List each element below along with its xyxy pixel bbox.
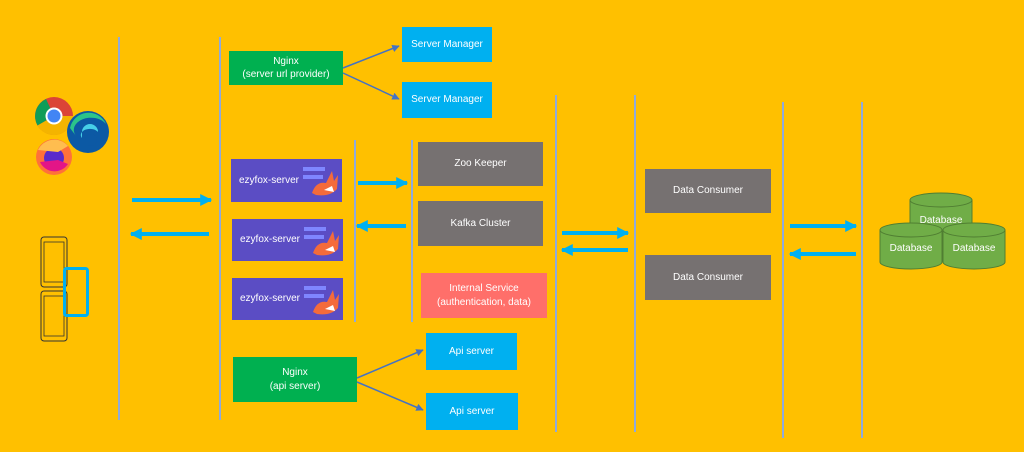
firefox-icon [34,136,74,176]
ezyfox-server-label: ezyfox-server [240,293,301,305]
internal-service-box: Internal Service (authentication, data) [421,273,547,318]
data-consumer-box: Data Consumer [645,169,771,213]
ezyfox-server-box: ezyfox-server [232,278,343,320]
nginx-api-server-label: Nginx (api server) [269,367,321,392]
connector-arrows [342,44,424,411]
fox-logo-icon [304,286,339,315]
fox-logo-icon [303,167,338,196]
api-server-box: Api server [426,393,518,430]
connector-arrow [342,72,400,100]
nginx-api-server-box: Nginx (api server) [233,357,357,402]
database-cylinder-top [909,192,973,208]
kafka-cluster-label: Kafka Cluster [450,217,511,229]
connector-arrow [356,381,424,411]
tablet-icon [63,267,89,317]
server-manager-box: Server Manager [402,82,492,118]
ezyfox-server-box: ezyfox-server [232,219,343,261]
api-server-label: Api server [448,345,494,357]
kafka-cluster-box: Kafka Cluster [418,201,543,246]
flow-arrows [129,177,858,260]
server-manager-label: Server Manager [411,94,483,106]
server-manager-box: Server Manager [402,27,492,62]
api-server-label: Api server [449,405,495,417]
divider-lines [118,37,863,438]
api-server-box: Api server [426,333,517,370]
connector-arrow [356,349,424,379]
chrome-icon [34,96,74,136]
data-consumer-box: Data Consumer [645,255,771,300]
mobile-phone-icon [40,236,70,344]
internal-service-label: Internal Service (authentication, data) [437,283,531,308]
nginx-url-provider-box: Nginx (server url provider) [229,51,343,85]
data-consumer-label: Data Consumer [672,185,744,197]
database-cylinder [879,230,943,270]
server-manager-label: Server Manager [411,38,483,50]
database-cylinder [942,230,1006,270]
database-label: Database [919,215,963,226]
data-consumer-label: Data Consumer [672,271,744,283]
zookeeper-box: Zoo Keeper [418,142,543,186]
database-label: Database [889,243,933,254]
database-label: Database [952,243,996,254]
ezyfox-server-label: ezyfox-server [240,234,301,246]
connector-arrow [342,44,400,69]
ezyfox-server-label: ezyfox-server [239,174,300,186]
fox-logo-icon [304,227,339,256]
ezyfox-server-box: ezyfox-server [231,159,342,202]
database-cylinder-top [879,222,943,238]
nginx-url-provider-label: Nginx (server url provider) [242,55,330,81]
database-cylinders [879,192,1006,270]
zookeeper-label: Zoo Keeper [454,158,507,170]
edge-icon [66,110,110,154]
database-cylinder-top [942,222,1006,238]
